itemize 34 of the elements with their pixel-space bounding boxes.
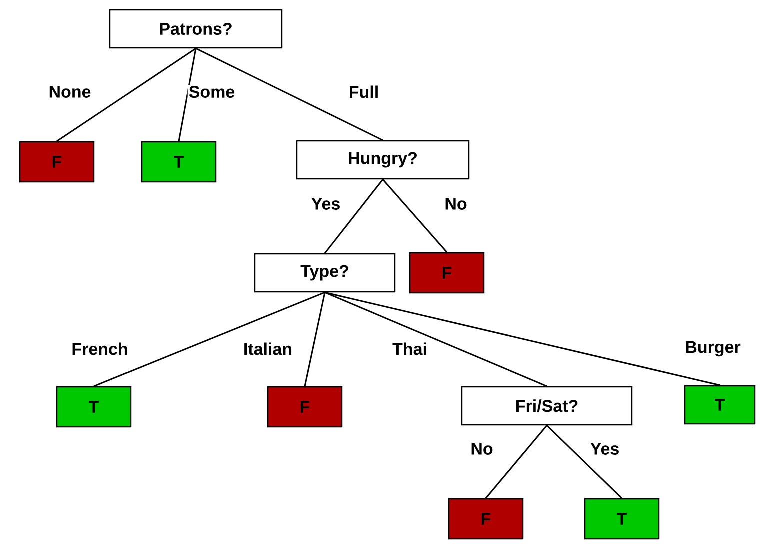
edge-label: Thai (392, 342, 428, 356)
branch-line (324, 292, 548, 388)
edge-label: Yes (589, 442, 621, 456)
branch-line (56, 48, 196, 142)
branch-line (324, 179, 384, 254)
edge-label: Full (348, 84, 380, 100)
leaf-box: T (684, 385, 756, 425)
leaf-box: F (409, 252, 485, 294)
edge-label: Italian (242, 342, 294, 356)
edge-label: None (48, 85, 92, 99)
question-box: Fri/Sat? (461, 386, 633, 426)
branch-line (382, 179, 448, 253)
question-box: Type? (254, 253, 396, 293)
branch-line (324, 292, 720, 386)
branch-line (178, 48, 197, 142)
edge-label: Burger (684, 340, 742, 358)
edge-label: No (470, 442, 494, 456)
edge-label: No (444, 197, 468, 211)
branch-line (94, 292, 326, 388)
question-box: Patrons? (109, 9, 283, 49)
question-box: Hungry? (296, 140, 470, 180)
branch-line (485, 425, 548, 499)
branch-line (304, 292, 326, 387)
leaf-box: T (584, 498, 660, 540)
edge-label: Some (188, 84, 236, 100)
leaf-box: F (19, 141, 95, 183)
leaf-box: F (448, 498, 524, 540)
branch-line (196, 48, 384, 142)
leaf-box: F (267, 386, 343, 428)
leaf-box: T (141, 141, 217, 183)
edge-label: Yes (310, 197, 342, 211)
edge-label: French (70, 342, 130, 356)
leaf-box: T (56, 386, 132, 428)
branch-line (546, 425, 623, 499)
